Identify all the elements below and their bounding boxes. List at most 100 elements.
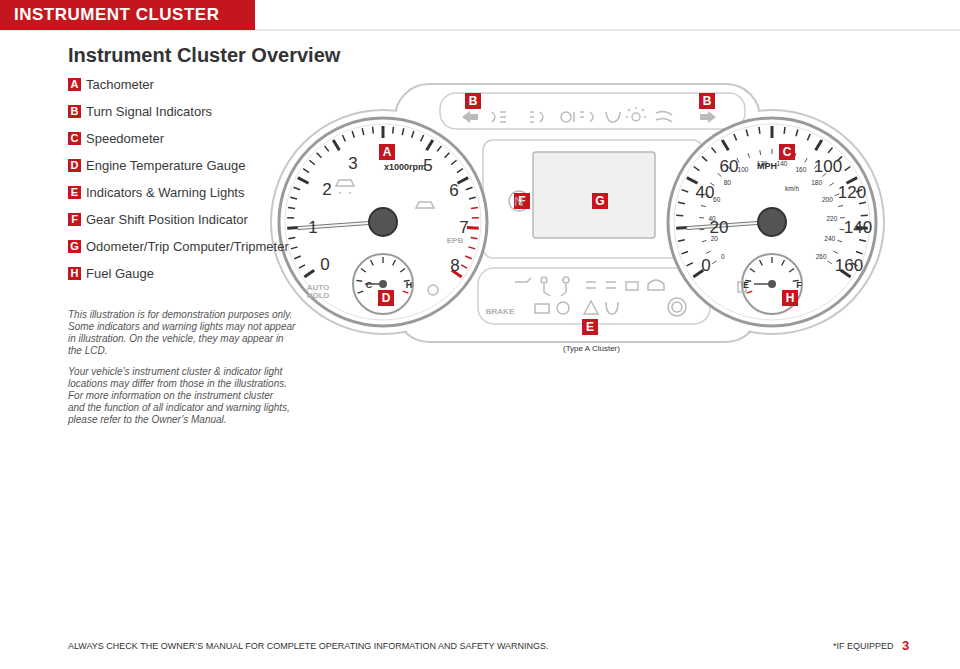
list-item: Speedometer — [86, 131, 164, 146]
node-text: C — [71, 133, 79, 144]
sub-gauge — [353, 254, 413, 314]
gauge-tick — [392, 127, 394, 134]
node-text: A — [383, 146, 392, 158]
gauge-tick — [342, 135, 345, 141]
node-text: C — [783, 146, 792, 158]
gauge-tick — [451, 160, 456, 164]
gauge-tick — [702, 156, 707, 161]
list-item: Engine Temperature Gauge — [86, 158, 245, 173]
node-text: G — [70, 241, 79, 252]
callout-letter: B — [465, 93, 481, 109]
gauge-tick — [290, 197, 297, 199]
legend-letter: A — [68, 78, 81, 91]
sub-gauge — [742, 254, 802, 314]
gauge-tick — [734, 134, 737, 140]
gauge-tick — [309, 160, 314, 164]
speed-number: 60 — [720, 157, 739, 177]
kmh-unit: km/h — [785, 185, 799, 192]
kmh-tick — [706, 251, 711, 253]
gauge-tick — [294, 256, 300, 259]
kmh-number: 80 — [724, 178, 731, 185]
speed-number: 0 — [701, 256, 710, 276]
gauge-tick — [796, 130, 798, 137]
gauge-tick — [471, 207, 478, 208]
gauge-tick — [402, 128, 404, 135]
gauge-tick — [382, 126, 385, 138]
sub-tick — [356, 280, 362, 282]
gauge-tick — [294, 187, 301, 190]
node-text: E — [586, 321, 594, 333]
kmh-tick — [748, 153, 750, 158]
node-text: H — [71, 268, 79, 279]
gauge-tick — [861, 214, 868, 216]
gauge-tick — [676, 214, 683, 216]
sub-tick — [747, 291, 753, 293]
sub-tick — [371, 260, 374, 265]
sub-tick — [358, 291, 364, 293]
sub-tick — [403, 291, 409, 293]
gauge-tick — [287, 217, 294, 219]
kmh-tick — [702, 240, 707, 241]
callout-letter: C — [779, 144, 795, 160]
sub-tick — [771, 257, 772, 263]
node-text: E — [71, 187, 78, 198]
sub-hub — [768, 280, 776, 288]
tach-number: 6 — [449, 181, 458, 201]
callout-letter: B — [699, 93, 715, 109]
gauge-tick — [847, 178, 858, 184]
node-text: D — [71, 160, 79, 171]
gauge-tick — [472, 217, 479, 219]
gauge-tick — [412, 131, 414, 138]
needle-hub — [758, 208, 786, 236]
kmh-number: 0 — [721, 253, 725, 260]
legend-letter: B — [68, 105, 81, 118]
gauge-face — [674, 124, 870, 320]
gauge-tick — [465, 256, 471, 259]
gauge-tick — [468, 247, 475, 249]
kmh-tick — [833, 251, 838, 253]
temp-mark: H — [406, 280, 413, 290]
speed-number: 140 — [844, 218, 872, 238]
page-title: Instrument Cluster Overview — [68, 44, 340, 67]
speed-number: 40 — [696, 183, 715, 203]
sub-hub — [379, 280, 387, 288]
kmh-tick — [712, 261, 716, 264]
tach-number: 8 — [450, 256, 459, 276]
kmh-number: 160 — [796, 166, 807, 173]
gauge-tick — [427, 140, 433, 150]
sub-tick — [361, 269, 366, 272]
node-text: B — [703, 95, 712, 107]
list-item: Tachometer — [86, 77, 154, 92]
list-item: Fuel Gauge — [86, 266, 154, 281]
kmh-number: 260 — [816, 253, 827, 260]
gauge-tick — [288, 207, 295, 208]
kmh-tick — [805, 158, 807, 162]
gauge-tick — [678, 240, 685, 241]
gauge-tick — [712, 147, 716, 152]
kmh-tick — [828, 261, 832, 264]
list-item: Gear Shift Position Indicator — [86, 212, 248, 227]
gauge-tick — [372, 127, 374, 134]
gauge-tick — [325, 146, 329, 152]
kmh-number: 240 — [824, 235, 835, 242]
footer-note: ALWAYS CHECK THE OWNER’S MANUAL FOR COMP… — [68, 641, 549, 651]
tach-number: 1 — [308, 218, 317, 238]
sub-tick — [760, 260, 763, 265]
warning-icon — [416, 202, 434, 208]
page-number: 3 — [902, 638, 909, 653]
node-text: H — [786, 292, 795, 304]
gauge-face — [285, 124, 481, 320]
gauge-tick — [694, 167, 700, 171]
indicator-text: AUTO HOLD — [305, 284, 331, 300]
gauge-tick — [845, 167, 851, 171]
kmh-tick — [772, 149, 773, 154]
list-item: Odometer/Trip Computer/Tripmeter — [86, 239, 289, 254]
kmh-number: 20 — [711, 235, 718, 242]
node-text: G — [595, 195, 604, 207]
kmh-number: 60 — [713, 195, 720, 202]
gauge-tick — [859, 240, 866, 241]
callout-letter: A — [379, 144, 395, 160]
gauge-bezel — [668, 118, 876, 326]
gauge-tick — [304, 270, 314, 277]
list-item: Turn Signal Indicators — [86, 104, 212, 119]
